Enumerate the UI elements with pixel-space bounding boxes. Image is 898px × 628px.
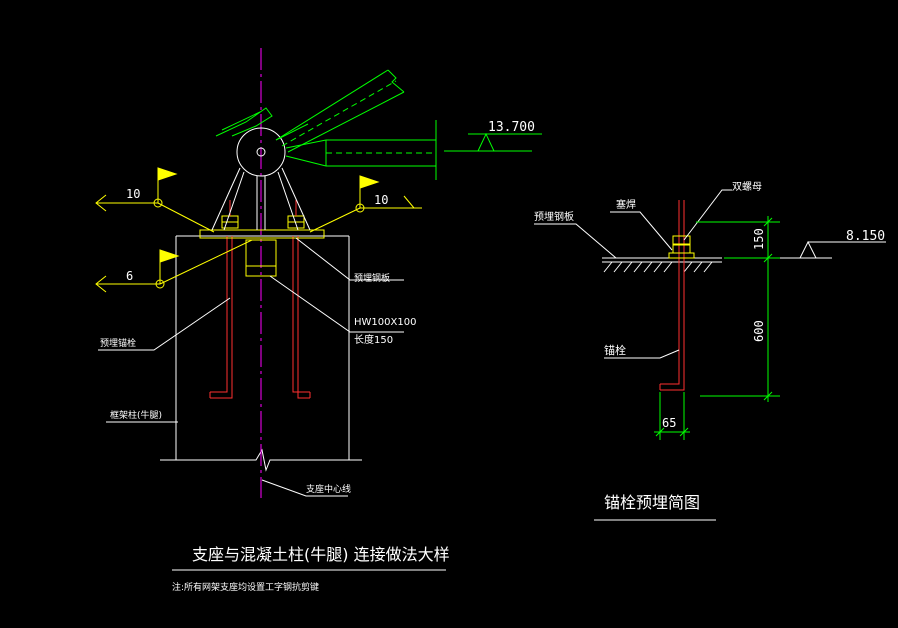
bearing-crown [215, 107, 273, 137]
left-detail-note: 注:所有网架支座均设置工字钢抗剪键 [172, 581, 319, 593]
horizontal-dimension-65 [654, 392, 690, 440]
anchor-rod [659, 200, 685, 391]
right-leaders [534, 189, 732, 359]
bearing-body [211, 127, 311, 231]
weld-symbol-left: 10 [95, 167, 215, 233]
right-detail-title: 锚栓预埋简图 [604, 493, 700, 512]
double-nut [668, 235, 695, 259]
left-detail-title: 支座与混凝土柱(牛腿) 连接做法大样 [192, 545, 450, 564]
weld-symbol-lower: 6 [95, 239, 253, 293]
concrete-column [160, 235, 362, 472]
vertical-dimensions [696, 216, 780, 402]
weld-right-size: 10 [374, 193, 388, 207]
dim-65-text: 65 [662, 416, 676, 430]
embedded-plate-label: 预埋钢板 [354, 272, 390, 284]
left-leaders [98, 237, 404, 497]
left-detail: 13.700 10 10 6 [95, 48, 542, 593]
anchor-label: 锚栓 [604, 343, 626, 357]
weld-symbol-right: 10 [309, 175, 422, 233]
double-nut-label: 双螺母 [732, 181, 762, 193]
embedded-plate-ground [602, 257, 722, 273]
dim-150-text: 150 [752, 228, 766, 250]
elevation-mark-right: 8.150 [780, 229, 886, 259]
right-detail: 双螺母 塞焊 预埋钢板 锚栓 150 600 65 8 [534, 181, 886, 521]
column-label: 框架柱(牛腿) [110, 409, 162, 421]
base-plate [199, 200, 325, 239]
horizontal-member [285, 120, 437, 180]
anchor-bolts [209, 236, 311, 399]
anchor-bolt-label: 预埋锚栓 [100, 337, 136, 349]
weld-lower-size: 6 [126, 269, 133, 283]
support-centerline-label: 支座中心线 [306, 483, 351, 495]
weld-left-size: 10 [126, 187, 140, 201]
hw-section-label: HW100X100 [354, 317, 416, 328]
elevation-mark-top: 13.700 [444, 120, 542, 152]
right-elevation-text: 8.150 [846, 229, 885, 244]
plug-weld-label: 塞焊 [616, 198, 636, 211]
hw-length-label: 长度150 [354, 333, 393, 346]
right-embedded-plate-label: 预埋钢板 [534, 210, 574, 223]
diagonal-member [275, 69, 405, 153]
shear-key-hw-section [245, 239, 277, 277]
elevation-top-text: 13.700 [488, 120, 535, 135]
dim-600-text: 600 [752, 320, 766, 342]
